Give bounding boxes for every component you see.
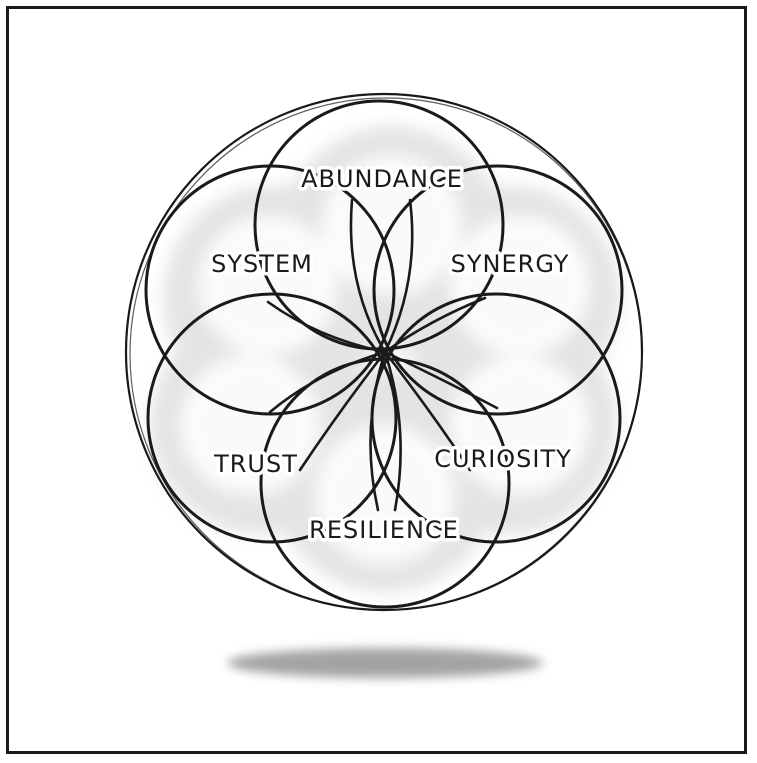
- label-resilience: RESILIENCE: [309, 516, 459, 544]
- label-trust: TRUST: [213, 450, 298, 478]
- center-star: [266, 198, 499, 512]
- floor-shadow: [227, 648, 543, 678]
- circle-resilience: [259, 357, 511, 609]
- circle-trust: [146, 292, 398, 544]
- outer-circle: [124, 92, 644, 612]
- circle-system: [144, 164, 396, 416]
- center-point: [382, 349, 388, 355]
- label-synergy: SYNERGY: [451, 250, 570, 278]
- label-abundance: ABUNDANCE: [301, 165, 463, 193]
- label-system: SYSTEM: [211, 250, 313, 278]
- circle-synergy: [372, 164, 624, 416]
- label-curiosity: CURIOSITY: [434, 445, 572, 473]
